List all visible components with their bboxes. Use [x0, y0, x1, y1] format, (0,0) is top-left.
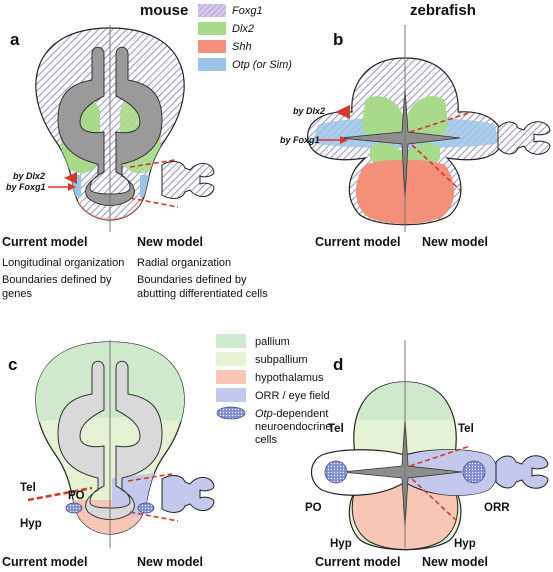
legend-label-pallium: pallium — [255, 336, 290, 348]
desc-new-1: Radial organization — [137, 257, 231, 269]
otp-cells-left-c — [65, 502, 83, 514]
region-hyp-right-d: Hyp — [454, 538, 476, 550]
model-current-a: Current model — [2, 235, 87, 249]
eye-field-b — [497, 121, 551, 155]
legend-label-foxg1: Foxg1 — [232, 5, 263, 17]
region-hyp-c: Hyp — [20, 518, 42, 530]
model-new-c: New model — [137, 555, 203, 569]
boundary-dashed-d2 — [411, 478, 459, 523]
legend-swatch-foxg1 — [198, 4, 226, 17]
boundary-dashed-b1 — [409, 111, 473, 133]
region-orr-d: ORR — [484, 502, 510, 514]
panel-label-b: b — [333, 30, 343, 49]
legend-swatch-subpallium — [216, 352, 246, 366]
legend-swatch-orr — [216, 388, 246, 402]
panel-c: c Tel PO Hyp Current model New model — [2, 340, 215, 569]
legend-swatch-pallium — [216, 334, 246, 348]
legend-label-subpallium: subpallium — [255, 354, 308, 366]
model-new-a: New model — [137, 235, 203, 249]
eye-field-c — [161, 475, 215, 513]
boundary-dashed-c1 — [27, 486, 93, 502]
legend-label-otp-cells-2: neuroendocrine — [255, 421, 331, 433]
dlx2-dorsal-right-b — [406, 96, 448, 145]
legend-label-shh: Shh — [232, 41, 252, 53]
eye-field-a — [161, 161, 215, 199]
arrow-label-foxg1-b: by Foxg1 — [280, 135, 320, 145]
legend-swatch-shh — [198, 40, 226, 53]
legend-swatch-otp — [198, 58, 226, 71]
otp-cells-right-d — [462, 460, 486, 484]
legend-label-otp: Otp (or Sim) — [232, 59, 292, 71]
arrow-label-dlx2-b: by Dlx2 — [293, 106, 325, 116]
boundary-dashed-c3 — [129, 511, 179, 522]
boundary-dashed-2 — [129, 197, 179, 208]
panel-b: b by Dlx2 by Foxg1 Current model New mod… — [280, 25, 551, 249]
panel-label-c: c — [8, 355, 17, 374]
ventricle-a — [57, 46, 163, 206]
legend-label-orr: ORR / eye field — [255, 390, 330, 402]
desc-current-3: genes — [2, 288, 32, 300]
otp-cells-left-d — [324, 460, 348, 484]
legend-swatch-hypothalamus — [216, 370, 246, 384]
legend-swatch-dlx2 — [198, 22, 226, 35]
model-current-b: Current model — [315, 235, 400, 249]
header-zebrafish: zebrafish — [410, 2, 476, 19]
legend-label-hypothalamus: hypothalamus — [255, 372, 324, 384]
legend-label-otp-cells: Otp-dependent — [255, 408, 328, 420]
desc-current-1: Longitudinal organization — [2, 257, 124, 269]
otp-cells-right-c — [137, 502, 155, 514]
legend-otp-rest: -dependent — [273, 408, 329, 420]
panel-a: a by Dlx2 by Foxg1 Current model New mod… — [2, 25, 268, 300]
model-current-d: Current model — [315, 555, 400, 569]
otp-domain-right — [140, 175, 156, 197]
dlx2-dorsal-left-b — [362, 96, 404, 145]
region-po-d: PO — [305, 502, 322, 514]
arrow-label-dlx2-a: by Dlx2 — [13, 171, 45, 181]
region-hyp-left-d: Hyp — [330, 538, 352, 550]
desc-new-3: abutting differentiated cells — [137, 288, 268, 300]
arrow-label-foxg1-a: by Foxg1 — [6, 182, 46, 192]
header-mouse: mouse — [140, 2, 188, 19]
legend-top: Foxg1 Dlx2 Shh Otp (or Sim) — [198, 4, 292, 71]
panel-d: d Tel Tel PO ORR Hyp Hyp Current model N… — [305, 340, 549, 569]
model-current-c: Current model — [2, 555, 87, 569]
region-tel-right-d: Tel — [458, 423, 474, 435]
arrow-dlx2-a — [64, 172, 77, 184]
panel-label-a: a — [10, 30, 20, 49]
model-new-d: New model — [422, 555, 488, 569]
legend-swatch-otp-cells — [216, 406, 246, 420]
legend-label-otp-cells-3: cells — [255, 434, 278, 446]
model-new-b: New model — [422, 235, 488, 249]
arrow-foxg1-head-a — [68, 183, 76, 191]
arrow-foxg1-head-b — [340, 136, 348, 144]
boundary-dashed-b2 — [411, 144, 461, 191]
desc-new-2: Boundaries defined by — [137, 274, 247, 286]
legend-bottom: pallium subpallium hypothalamus ORR / ey… — [216, 334, 331, 446]
region-po-c: PO — [68, 490, 85, 502]
arrow-dlx2-b — [335, 105, 350, 119]
legend-label-dlx2: Dlx2 — [232, 23, 254, 35]
eye-field-d — [495, 455, 549, 489]
region-tel-c: Tel — [20, 482, 36, 494]
boundary-dashed-d1 — [409, 445, 471, 467]
ventricle-c — [57, 360, 163, 520]
desc-current-2: Boundaries defined by — [2, 274, 112, 286]
region-tel-left-d: Tel — [328, 423, 344, 435]
panel-label-d: d — [333, 355, 343, 374]
legend-otp-italic: Otp — [255, 408, 273, 420]
